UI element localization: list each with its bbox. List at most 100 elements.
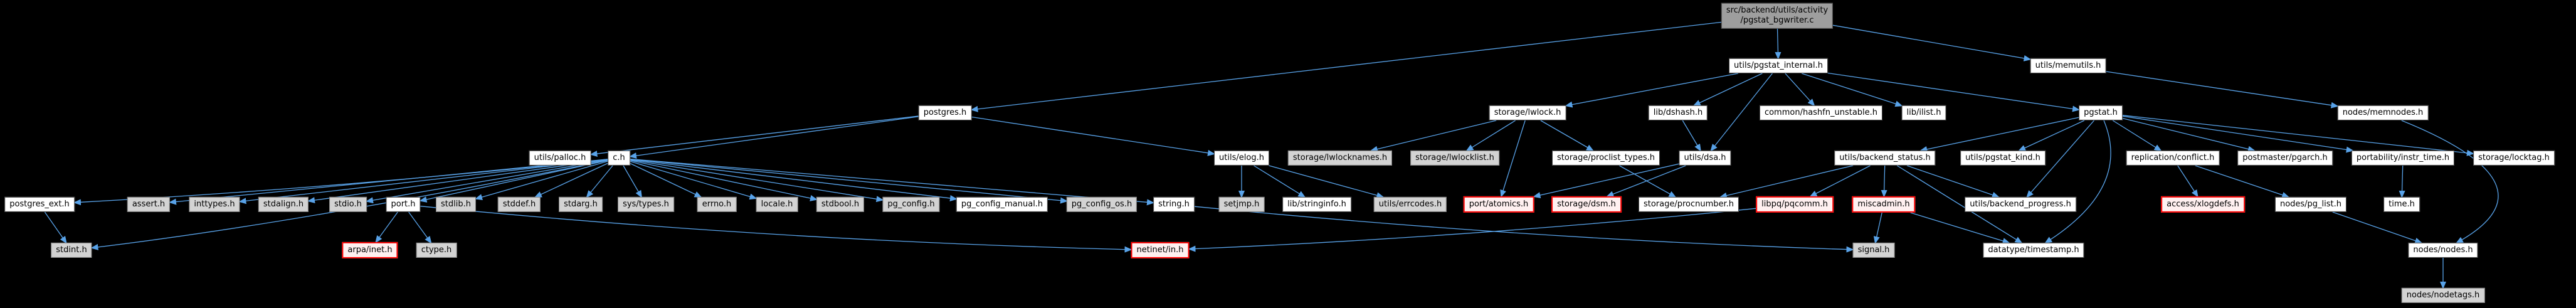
edge-pgstat_internal-to-hashfn bbox=[1785, 73, 1815, 107]
edge-ch-to-stdbool bbox=[630, 160, 818, 201]
edge-ch-to-pg_config_os bbox=[630, 159, 1068, 204]
edge-pgstat_internal-to-pgstat bbox=[1827, 72, 2080, 112]
node-hashfn[interactable]: common/hashfn_unstable.h bbox=[1759, 105, 1883, 121]
node-systypes[interactable]: sys/types.h bbox=[618, 196, 674, 213]
edge-ch-to-locale bbox=[630, 161, 757, 200]
node-timestamp[interactable]: datatype/timestamp.h bbox=[1983, 242, 2084, 258]
edge-postgres_ext-to-stdint bbox=[44, 211, 67, 244]
node-pg-list[interactable]: nodes/pg_list.h bbox=[2274, 196, 2347, 213]
node-nodetags[interactable]: nodes/nodetags.h bbox=[2401, 287, 2485, 304]
edge-pg_list-to-nodes bbox=[2332, 211, 2423, 244]
node-port[interactable]: port.h bbox=[386, 196, 421, 213]
edge-pgstat-to-conflict bbox=[2112, 120, 2162, 152]
node-stdalign[interactable]: stdalign.h bbox=[258, 196, 309, 213]
node-stdio[interactable]: stdio.h bbox=[329, 196, 367, 213]
node-palloc[interactable]: utils/palloc.h bbox=[529, 150, 591, 166]
node-memutils[interactable]: utils/memutils.h bbox=[2030, 58, 2106, 74]
node-locale[interactable]: locale.h bbox=[756, 196, 798, 213]
edge-pgstat-to-instr_time bbox=[2122, 115, 2354, 153]
edge-miscadmin-to-signal bbox=[1873, 212, 1882, 244]
node-conflict[interactable]: replication/conflict.h bbox=[2126, 150, 2220, 166]
edge-pgstat-to-pgarch bbox=[2122, 117, 2256, 152]
node-backend-status[interactable]: utils/backend_status.h bbox=[1834, 150, 1936, 166]
node-postgres[interactable]: postgres.h bbox=[918, 105, 972, 121]
edge-ch-to-inttypes bbox=[238, 159, 608, 204]
edge-backend_status-to-pqcomm bbox=[1809, 165, 1871, 197]
node-pg-config-manual[interactable]: pg_config_manual.h bbox=[956, 196, 1048, 213]
node-ctype[interactable]: ctype.h bbox=[416, 242, 457, 258]
node-dsm[interactable]: storage/dsm.h bbox=[1551, 196, 1622, 213]
node-stdlib[interactable]: stdlib.h bbox=[436, 196, 476, 213]
node-ilist[interactable]: lib/ilist.h bbox=[1901, 105, 1946, 121]
node-arpa-inet[interactable]: arpa/inet.h bbox=[342, 242, 398, 259]
node-assert[interactable]: assert.h bbox=[127, 196, 171, 213]
edge-pgstat_internal-to-dshash bbox=[1692, 73, 1763, 106]
edge-ch-to-postgres_ext bbox=[73, 159, 608, 206]
node-errcodes[interactable]: utils/errcodes.h bbox=[1373, 196, 1447, 213]
edge-miscadmin-to-timestamp bbox=[1910, 212, 2010, 244]
node-xlogdefs[interactable]: access/xlogdefs.h bbox=[2161, 196, 2245, 213]
edge-ch-to-pg_config bbox=[630, 159, 884, 203]
node-instr-time[interactable]: portability/instr_time.h bbox=[2351, 150, 2455, 166]
node-ch[interactable]: c.h bbox=[608, 150, 630, 166]
edge-string-to-signal bbox=[1194, 206, 1854, 253]
node-inttypes[interactable]: inttypes.h bbox=[189, 196, 240, 213]
edge-postgres-to-palloc bbox=[589, 115, 919, 157]
edge-main-to-postgres bbox=[970, 21, 1722, 112]
node-netinet[interactable]: netinet/in.h bbox=[1131, 242, 1190, 259]
edge-ch-to-string bbox=[630, 158, 1154, 206]
node-procnumber[interactable]: storage/procnumber.h bbox=[1638, 196, 1739, 213]
node-lwlock[interactable]: storage/lwlock.h bbox=[1489, 105, 1566, 121]
edge-lwlock-to-atomics bbox=[1500, 120, 1526, 198]
node-stdbool[interactable]: stdbool.h bbox=[816, 196, 865, 213]
node-pgstat-kind[interactable]: utils/pgstat_kind.h bbox=[1960, 150, 2045, 166]
edge-ch-to-stddef bbox=[534, 162, 608, 198]
edge-ch-to-stdarg bbox=[586, 165, 613, 198]
edge-memnodes-to-nodes bbox=[2401, 120, 2499, 243]
edge-ch-to-stdalign bbox=[307, 159, 608, 204]
node-elog[interactable]: utils/elog.h bbox=[1214, 150, 1269, 166]
node-stdarg[interactable]: stdarg.h bbox=[559, 196, 603, 213]
node-stddef[interactable]: stddef.h bbox=[497, 196, 541, 213]
edge-postgres-to-elog bbox=[971, 116, 1215, 156]
node-backend-progress[interactable]: utils/backend_progress.h bbox=[1965, 196, 2076, 213]
edge-backend_status-to-backend_progress bbox=[1906, 165, 2000, 198]
node-pg-config[interactable]: pg_config.h bbox=[882, 196, 940, 213]
edge-postgres-to-ch bbox=[629, 116, 919, 159]
node-pgstat[interactable]: pgstat.h bbox=[2079, 105, 2123, 121]
node-pg-config-os[interactable]: pg_config_os.h bbox=[1066, 196, 1138, 213]
node-dsa[interactable]: utils/dsa.h bbox=[1679, 150, 1731, 166]
node-signal[interactable]: signal.h bbox=[1852, 242, 1895, 258]
node-lwlocklist[interactable]: storage/lwlocklist.h bbox=[1410, 150, 1499, 166]
edge-ch-to-errno bbox=[630, 162, 702, 198]
edge-proclist-to-procnumber bbox=[1619, 165, 1677, 198]
node-string[interactable]: string.h bbox=[1153, 196, 1195, 213]
node-main[interactable]: src/backend/utils/activity /pgstat_bgwri… bbox=[1721, 3, 1834, 29]
node-pqcomm[interactable]: libpq/pqcomm.h bbox=[1756, 196, 1834, 213]
edge-ch-to-stdlib bbox=[475, 161, 608, 200]
node-pgarch[interactable]: postmaster/pgarch.h bbox=[2237, 150, 2333, 166]
edge-pgstat-to-pgstat_kind bbox=[2018, 120, 2085, 151]
edge-ch-to-stdio bbox=[366, 159, 608, 204]
edge-pgstat-to-locktag bbox=[2122, 115, 2474, 156]
node-errno[interactable]: errno.h bbox=[697, 196, 737, 213]
node-setjmp[interactable]: setjmp.h bbox=[1218, 196, 1265, 213]
edge-ch-to-pg_config_manual bbox=[630, 159, 958, 201]
edge-pgstat_internal-to-lwlock bbox=[1565, 73, 1739, 108]
node-locktag[interactable]: storage/locktag.h bbox=[2473, 150, 2555, 166]
node-stdint[interactable]: stdint.h bbox=[51, 242, 92, 258]
node-lwlocknames[interactable]: storage/lwlocknames.h bbox=[1287, 150, 1393, 166]
edge-main-to-memutils bbox=[1832, 24, 2032, 61]
node-time[interactable]: time.h bbox=[2383, 196, 2420, 213]
node-pgstat-internal[interactable]: utils/pgstat_internal.h bbox=[1729, 58, 1828, 74]
node-atomics[interactable]: port/atomics.h bbox=[1463, 196, 1534, 213]
edge-ch-to-systypes bbox=[623, 165, 643, 198]
node-memnodes[interactable]: nodes/memnodes.h bbox=[2337, 105, 2429, 121]
node-postgres-ext[interactable]: postgres_ext.h bbox=[4, 196, 75, 213]
node-nodes[interactable]: nodes/nodes.h bbox=[2408, 242, 2478, 258]
edge-conflict-to-pg_list bbox=[2195, 165, 2290, 198]
node-proclist[interactable]: storage/proclist_types.h bbox=[1552, 150, 1660, 166]
node-dshash[interactable]: lib/dshash.h bbox=[1648, 105, 1708, 121]
node-miscadmin[interactable]: miscadmin.h bbox=[1852, 196, 1916, 213]
node-stringinfo[interactable]: lib/stringinfo.h bbox=[1282, 196, 1351, 213]
